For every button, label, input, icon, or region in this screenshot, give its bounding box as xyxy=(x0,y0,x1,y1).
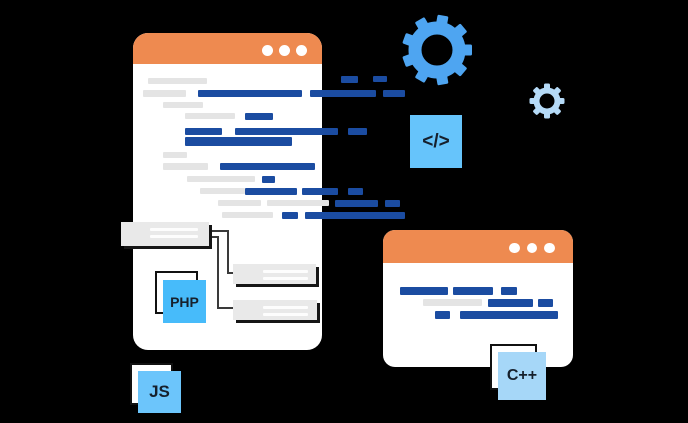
code-line-bar xyxy=(302,188,338,195)
code-line-bar xyxy=(305,212,405,219)
code-line-bar xyxy=(310,90,376,97)
connector-bottom-segment xyxy=(217,307,233,309)
window-dot xyxy=(509,242,520,254)
child-node-box-lower xyxy=(233,300,317,320)
editor-window-main-header xyxy=(133,33,322,64)
code-line-bar xyxy=(335,200,378,207)
code-line-bar xyxy=(200,188,245,194)
code-line-bar xyxy=(423,299,482,306)
code-line-bar xyxy=(373,76,387,82)
connector-top-segment xyxy=(208,230,229,232)
js-badge: JS xyxy=(138,371,181,413)
code-line-bar xyxy=(538,299,553,307)
connector-top-segment xyxy=(227,230,229,274)
window-dot xyxy=(261,44,273,56)
parent-node-box-line xyxy=(150,235,198,238)
child-node-box-upper-line xyxy=(263,277,308,280)
php-badge: PHP xyxy=(163,280,206,323)
code-tag-badge: </> xyxy=(410,115,462,168)
code-line-bar xyxy=(163,152,187,158)
window-dot xyxy=(526,242,538,254)
code-line-bar xyxy=(185,128,222,135)
connector-top-segment xyxy=(227,272,233,274)
code-line-bar xyxy=(245,188,297,195)
child-node-box-upper xyxy=(233,264,316,284)
code-line-bar xyxy=(198,90,302,97)
connector-bottom-segment xyxy=(217,236,219,309)
code-line-bar xyxy=(400,287,448,295)
code-line-bar xyxy=(282,212,298,219)
parent-node-box-line xyxy=(150,228,198,231)
code-line-bar xyxy=(460,311,558,319)
code-line-bar xyxy=(163,163,208,170)
editor-window-secondary xyxy=(383,230,573,367)
code-line-bar xyxy=(222,212,273,218)
code-line-bar xyxy=(348,188,363,195)
code-line-bar xyxy=(383,90,405,97)
code-line-bar xyxy=(341,76,358,83)
child-node-box-lower-line xyxy=(263,313,308,316)
code-line-bar xyxy=(453,287,493,295)
code-line-bar xyxy=(185,113,235,119)
gear-small xyxy=(529,83,565,119)
code-line-bar xyxy=(187,176,255,182)
window-dot xyxy=(295,44,307,56)
code-line-bar xyxy=(185,137,292,146)
code-line-bar xyxy=(488,299,533,307)
code-line-bar xyxy=(163,102,203,108)
child-node-box-upper-line xyxy=(263,270,308,273)
cpp-badge: C++ xyxy=(498,352,546,400)
connector-bottom-segment xyxy=(208,236,219,238)
code-line-bar xyxy=(267,200,329,206)
code-line-bar xyxy=(262,176,275,183)
code-line-bar xyxy=(348,128,367,135)
code-line-bar xyxy=(435,311,450,319)
code-line-bar xyxy=(220,163,315,170)
code-line-bar xyxy=(235,128,338,135)
code-line-bar xyxy=(385,200,400,207)
code-line-bar xyxy=(218,200,261,206)
gear-large xyxy=(402,14,472,86)
window-dot xyxy=(278,44,290,56)
code-line-bar xyxy=(501,287,517,295)
child-node-box-lower-line xyxy=(263,306,308,309)
code-line-bar xyxy=(245,113,273,120)
code-line-bar xyxy=(148,78,207,84)
code-line-bar xyxy=(143,90,186,97)
parent-node-box xyxy=(121,222,209,246)
window-dot xyxy=(544,242,555,254)
editor-window-secondary-header xyxy=(383,230,573,263)
